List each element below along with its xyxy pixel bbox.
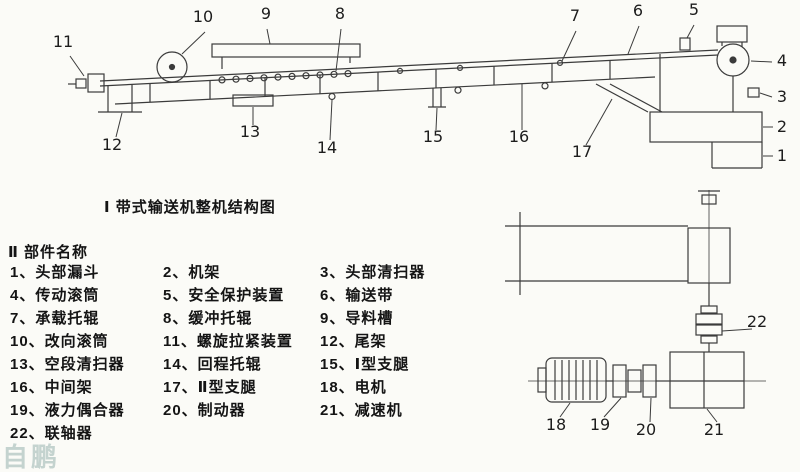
head-cleaner (747, 87, 760, 98)
return-idlers (328, 82, 549, 101)
head-drum-axle (729, 56, 737, 64)
guide-chute (211, 43, 361, 69)
head-frame-pedestal (649, 111, 763, 143)
callout-19: 19 (589, 415, 611, 434)
empty-section-cleaner (232, 94, 274, 107)
belt-top-line (99, 49, 719, 82)
belt-under-line (99, 54, 719, 87)
part-item-12: 12、尾架 (320, 333, 387, 350)
part-item-8: 8、缓冲托辊 (163, 310, 253, 327)
callout-20: 20 (635, 420, 657, 439)
callout-3: 3 (776, 87, 788, 106)
callout-2: 2 (776, 117, 788, 136)
callout-7: 7 (569, 6, 581, 25)
part-item-13: 13、空段清扫器 (10, 356, 125, 373)
callout-17: 17 (571, 142, 593, 161)
callout-6: 6 (632, 1, 644, 20)
part-item-15: 15、Ⅰ型支腿 (320, 356, 410, 373)
part-item-7: 7、承载托辊 (10, 310, 100, 327)
part-item-6: 6、输送带 (320, 287, 394, 304)
tail-drum-axle (168, 63, 176, 71)
part-item-17: 17、Ⅱ型支腿 (163, 379, 257, 396)
callout-8: 8 (334, 4, 346, 23)
part-item-16: 16、中间架 (10, 379, 93, 396)
part-item-11: 11、螺旋拉紧装置 (163, 333, 293, 350)
callout-11: 11 (52, 32, 74, 51)
part-item-4: 4、传动滚筒 (10, 287, 100, 304)
diagram-title: Ⅰ 带式输送机整机结构图 (104, 199, 276, 216)
buffer-idlers (218, 69, 352, 84)
frame-bottom-chord (114, 76, 656, 105)
callout-16: 16 (508, 127, 530, 146)
tail-frame (98, 85, 142, 113)
part-item-18: 18、电机 (320, 379, 387, 396)
part-item-22: 22、联轴器 (10, 425, 93, 442)
part-item-1: 1、头部漏斗 (10, 264, 100, 281)
callout-5: 5 (688, 0, 700, 19)
callout-22: 22 (746, 312, 768, 331)
callout-15: 15 (422, 127, 444, 146)
callout-18: 18 (545, 415, 567, 434)
callout-4: 4 (776, 51, 788, 70)
fluid-coupling (612, 364, 642, 398)
screw-tensioner (68, 73, 105, 93)
coupling-22 (695, 305, 723, 344)
motor (537, 357, 607, 403)
callout-21: 21 (703, 420, 725, 439)
part-item-21: 21、减速机 (320, 402, 403, 419)
type2-leg (595, 83, 663, 113)
callout-9: 9 (260, 4, 272, 23)
leader-lines (69, 24, 773, 423)
parts-list: 1、头部漏斗 2、机架 3、头部清扫器 4、传动滚筒 5、安全保护装置 6、输送… (10, 261, 490, 445)
callout-1: 1 (776, 146, 788, 165)
parts-heading: Ⅱ 部件名称 (8, 244, 89, 261)
callout-12: 12 (101, 135, 123, 154)
reducer (669, 351, 745, 409)
part-item-5: 5、安全保护装置 (163, 287, 285, 304)
part-item-2: 2、机架 (163, 264, 221, 281)
watermark: 自鹏 (2, 442, 61, 472)
part-item-19: 19、液力偶合器 (10, 402, 125, 419)
part-item-14: 14、回程托辊 (163, 356, 262, 373)
drive-unit-drawing (505, 190, 766, 409)
part-item-10: 10、改向滚筒 (10, 333, 109, 350)
carrying-idlers (396, 59, 564, 75)
head-hopper (711, 142, 763, 169)
safety-device (679, 37, 691, 51)
tail-drum (156, 51, 188, 83)
part-item-20: 20、制动器 (163, 402, 246, 419)
callout-10: 10 (192, 7, 214, 26)
conveyor-structure-drawing (68, 25, 763, 169)
head-bracket (716, 25, 748, 47)
callout-13: 13 (239, 122, 261, 141)
callout-14: 14 (316, 138, 338, 157)
part-item-9: 9、导料槽 (320, 310, 394, 327)
type1-leg (428, 88, 446, 108)
part-item-3: 3、头部清扫器 (320, 264, 426, 281)
